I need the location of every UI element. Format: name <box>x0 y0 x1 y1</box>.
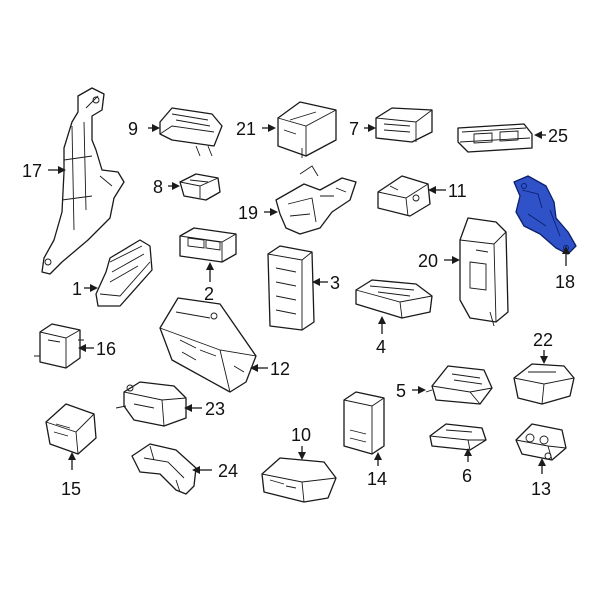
part-3-fuse-box[interactable] <box>267 245 315 331</box>
callout-5: 5 <box>396 381 406 401</box>
callout-17: 17 <box>22 161 42 181</box>
callout-14: 14 <box>367 469 387 489</box>
callout-19: 19 <box>238 203 258 223</box>
callout-2: 2 <box>204 284 214 304</box>
callout-12: 12 <box>270 359 290 379</box>
callout-10: 10 <box>291 425 311 445</box>
part-19-bracket[interactable] <box>275 165 357 235</box>
callout-11: 11 <box>448 181 467 201</box>
part-21-module[interactable] <box>277 101 337 158</box>
callout-1: 1 <box>72 279 82 299</box>
part-20-module[interactable] <box>459 217 509 327</box>
part-24-bracket[interactable] <box>131 443 197 495</box>
part-13-sensor[interactable] <box>515 423 567 461</box>
part-10-module[interactable] <box>261 457 337 503</box>
callout-8: 8 <box>153 177 163 197</box>
callout-6: 6 <box>462 466 472 486</box>
part-17-bracket[interactable] <box>41 87 125 275</box>
part-23-sensor[interactable] <box>115 381 187 427</box>
leader-lines <box>48 124 570 474</box>
callout-25: 25 <box>548 126 568 146</box>
callout-13: 13 <box>531 479 551 499</box>
callout-22: 22 <box>533 330 553 350</box>
part-16-module[interactable] <box>34 323 84 369</box>
callout-24: 24 <box>218 461 238 481</box>
part-8-module[interactable] <box>179 173 221 201</box>
callout-4: 4 <box>376 337 386 357</box>
part-1-module[interactable] <box>95 239 153 307</box>
part-18-bracket-highlighted[interactable] <box>513 175 577 255</box>
callout-18: 18 <box>555 272 575 292</box>
part-4-module[interactable] <box>355 279 433 319</box>
callout-15: 15 <box>61 479 81 499</box>
callout-3: 3 <box>330 273 340 293</box>
callout-labels: 17 1 9 21 7 25 8 19 11 18 20 2 3 4 12 16… <box>22 119 575 499</box>
callout-16: 16 <box>96 339 116 359</box>
part-22-cover[interactable] <box>513 363 575 405</box>
part-6-module[interactable] <box>429 423 487 451</box>
part-2-relay[interactable] <box>179 227 237 263</box>
part-9-module[interactable] <box>159 107 223 157</box>
part-11-module[interactable] <box>377 175 431 217</box>
part-5-module[interactable] <box>425 365 493 405</box>
part-7-module[interactable] <box>375 107 433 143</box>
part-25-switch-panel[interactable] <box>457 123 533 153</box>
callout-7: 7 <box>349 119 359 139</box>
part-12-control-module[interactable] <box>159 297 257 393</box>
callout-9: 9 <box>128 119 138 139</box>
callout-20: 20 <box>418 251 438 271</box>
callout-21: 21 <box>236 119 256 139</box>
callout-23: 23 <box>205 399 225 419</box>
part-14-module[interactable] <box>343 391 385 455</box>
part-15-module[interactable] <box>45 403 97 455</box>
